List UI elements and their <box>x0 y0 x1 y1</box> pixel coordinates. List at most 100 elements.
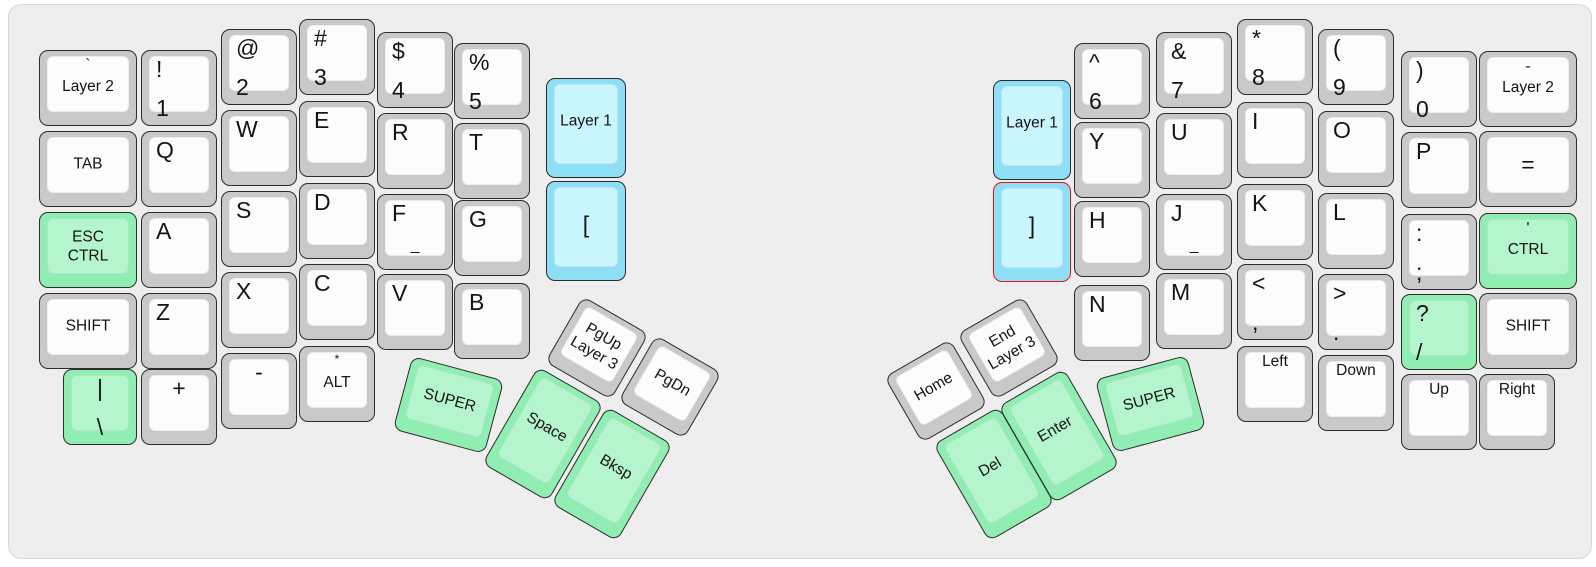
key-p[interactable]: P <box>1401 132 1477 208</box>
key-c[interactable]: C <box>299 264 375 340</box>
key-minus[interactable]: - <box>221 353 297 429</box>
key-down-arrow[interactable]: Down <box>1318 355 1394 431</box>
key-8[interactable]: *8 <box>1237 19 1313 95</box>
key-shift-left[interactable]: SHIFT <box>39 293 137 369</box>
key-o[interactable]: O <box>1318 111 1394 187</box>
key-h[interactable]: H <box>1074 201 1150 277</box>
key-z[interactable]: Z <box>141 293 217 369</box>
keycap-top <box>385 200 445 256</box>
keycap-top <box>462 49 522 105</box>
keycap-top <box>229 359 289 415</box>
key-a[interactable]: A <box>141 212 217 288</box>
key-3[interactable]: #3 <box>299 19 375 95</box>
key-super-right[interactable]: SUPER <box>1094 355 1207 453</box>
keycap-top <box>307 270 367 326</box>
keycap-top <box>47 56 129 112</box>
keycap-top <box>554 187 618 267</box>
key-left-bracket[interactable]: [ <box>546 181 626 281</box>
keycap-top <box>967 305 1047 384</box>
keycap-top <box>385 38 445 94</box>
keycap-top <box>47 137 129 193</box>
keycap-top <box>1082 291 1142 347</box>
key-u[interactable]: U <box>1156 113 1232 189</box>
key-super-left[interactable]: SUPER <box>392 356 505 454</box>
key-2[interactable]: @2 <box>221 29 297 105</box>
key-grave-layer2[interactable]: `Layer 2 <box>39 50 137 126</box>
key-minus-layer2[interactable]: -Layer 2 <box>1479 51 1577 127</box>
key-e[interactable]: E <box>299 101 375 177</box>
keycap-top <box>1409 300 1469 356</box>
key-period[interactable]: >. <box>1318 274 1394 350</box>
key-6[interactable]: ^6 <box>1074 43 1150 119</box>
key-layer1-left[interactable]: Layer 1 <box>546 78 626 178</box>
keycap-top <box>1409 138 1469 194</box>
keycap-top <box>1164 119 1224 175</box>
key-shift-right[interactable]: SHIFT <box>1479 293 1577 369</box>
key-equals[interactable]: = <box>1479 131 1577 207</box>
key-star-alt[interactable]: *ALT <box>299 346 375 422</box>
key-tab[interactable]: TAB <box>39 131 137 207</box>
keycap-top <box>462 129 522 185</box>
keycap-top <box>1082 128 1142 184</box>
key-right-arrow[interactable]: Right <box>1479 374 1555 450</box>
key-plus[interactable]: + <box>141 369 217 445</box>
key-j[interactable]: J_ <box>1156 194 1232 270</box>
keycap-top <box>229 35 289 91</box>
keycap-top <box>229 278 289 334</box>
keycap-top <box>47 299 129 355</box>
key-question-slash[interactable]: ?/ <box>1401 294 1477 370</box>
keycap-top <box>1104 362 1195 438</box>
keycap-top <box>1487 380 1547 436</box>
keycap-top <box>307 352 367 408</box>
key-y[interactable]: Y <box>1074 122 1150 198</box>
key-right-bracket[interactable]: ] <box>993 182 1071 282</box>
key-x[interactable]: X <box>221 272 297 348</box>
keycap-top <box>1245 108 1305 164</box>
key-quote-ctrl[interactable]: 'CTRL <box>1479 213 1577 289</box>
keycap-top <box>149 299 209 355</box>
keycap-top <box>1487 299 1569 355</box>
key-7[interactable]: &7 <box>1156 32 1232 108</box>
keycap-top <box>1487 57 1569 113</box>
key-d[interactable]: D <box>299 183 375 259</box>
key-1[interactable]: !1 <box>141 50 217 126</box>
key-left-arrow[interactable]: Left <box>1237 346 1313 422</box>
keycap-top <box>1326 199 1386 255</box>
key-esc-ctrl[interactable]: ESC CTRL <box>39 212 137 288</box>
key-g[interactable]: G <box>454 200 530 276</box>
key-up-arrow[interactable]: Up <box>1401 374 1477 450</box>
key-0[interactable]: )0 <box>1401 51 1477 127</box>
keycap-top <box>385 119 445 175</box>
key-b[interactable]: B <box>454 283 530 359</box>
keycap-top <box>1487 137 1569 193</box>
keycap-top <box>307 107 367 163</box>
key-comma[interactable]: <, <box>1237 264 1313 340</box>
keycap-top <box>1001 188 1063 268</box>
keycap-top <box>1245 352 1305 408</box>
key-k[interactable]: K <box>1237 184 1313 260</box>
key-4[interactable]: $4 <box>377 32 453 108</box>
key-5[interactable]: %5 <box>454 43 530 119</box>
key-m[interactable]: M <box>1156 273 1232 349</box>
key-pipe-backslash[interactable]: |\ <box>63 369 137 445</box>
key-layer1-right[interactable]: Layer 1 <box>993 80 1071 180</box>
keycap-top <box>1326 35 1386 91</box>
key-semicolon[interactable]: :; <box>1401 214 1477 290</box>
key-l[interactable]: L <box>1318 193 1394 269</box>
keycap-top <box>47 218 129 274</box>
key-t[interactable]: T <box>454 123 530 199</box>
key-i[interactable]: I <box>1237 102 1313 178</box>
key-9[interactable]: (9 <box>1318 29 1394 105</box>
keycap-top <box>149 375 209 431</box>
keycap-top <box>1082 207 1142 263</box>
key-r[interactable]: R <box>377 113 453 189</box>
key-s[interactable]: S <box>221 191 297 267</box>
key-q[interactable]: Q <box>141 131 217 207</box>
key-w[interactable]: W <box>221 110 297 186</box>
keycap-top <box>307 25 367 81</box>
keycap-top <box>1326 361 1386 417</box>
key-n[interactable]: N <box>1074 285 1150 361</box>
key-v[interactable]: V <box>377 274 453 350</box>
key-f[interactable]: F_ <box>377 194 453 270</box>
